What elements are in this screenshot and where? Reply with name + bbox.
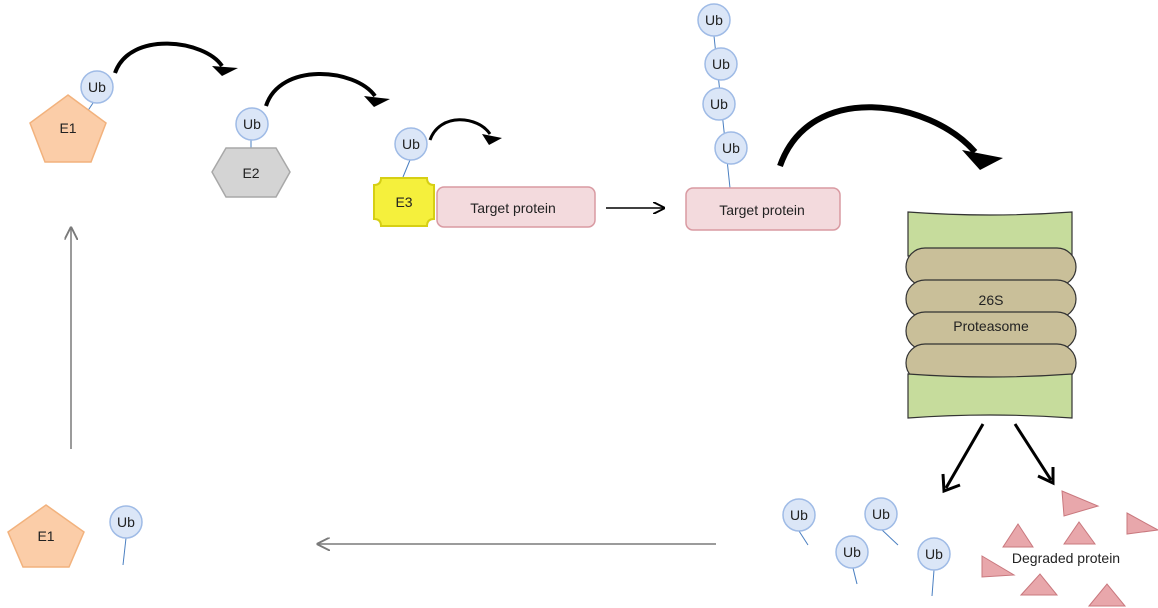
fragment-1 (1061, 490, 1100, 517)
free-ub-3-linker (852, 567, 858, 585)
e1-top-pentagon (29, 94, 107, 163)
free-ub-e1-linker (122, 537, 127, 566)
arrow-to-proteasome-head (962, 150, 1003, 170)
free-ub-4-label: Ub (925, 546, 943, 562)
e2-hexagon (211, 147, 291, 198)
arrow-to-free-ub (944, 423, 985, 489)
arrow-e3-to-target-head (482, 134, 502, 145)
polyub-3 (702, 87, 736, 121)
target-protein-label-2: Target protein (719, 202, 805, 218)
fragment-7 (1087, 583, 1127, 607)
arrow-e1-to-e2 (113, 41, 224, 74)
arrow-to-proteasome (777, 104, 978, 167)
free-ub-4 (917, 537, 951, 571)
polyub-1 (697, 3, 731, 37)
fragment-2 (1002, 523, 1034, 548)
polyub-2 (704, 47, 738, 81)
polyub-2-label: Ub (712, 56, 730, 72)
free-ub-4-linker (931, 569, 935, 597)
free-ub-1-label: Ub (790, 507, 808, 523)
ub-on-e3-label: Ub (402, 136, 420, 152)
proteasome-label-line1: 26S (979, 292, 1004, 308)
proteasome-label-line2: Proteasome (953, 318, 1029, 334)
fragment-6 (1019, 573, 1059, 596)
e2-label: E2 (242, 165, 259, 181)
ub-on-e1-label: Ub (88, 79, 106, 95)
fragment-5 (981, 555, 1016, 578)
arrow-to-fragments-head (1037, 467, 1055, 486)
free-ub-3-label: Ub (843, 544, 861, 560)
fragment-4 (1126, 512, 1158, 535)
free-ub-3 (835, 535, 869, 569)
ub-on-e3 (394, 127, 428, 161)
degraded-protein-label: Degraded protein (1012, 550, 1120, 566)
arrow-to-fragments (1013, 423, 1053, 481)
free-ub-2-linker (880, 528, 899, 546)
polyub-3-label: Ub (710, 96, 728, 112)
target-protein-label-1: Target protein (470, 200, 556, 216)
proteasome-bottom-cap (907, 373, 1073, 419)
e1-bottom-pentagon (7, 504, 85, 568)
arrow-e2-to-e3-head (364, 96, 390, 107)
degraded-protein-fragments (981, 490, 1158, 607)
polyubiquitin-chain: Ub Ub Ub Ub (697, 3, 748, 189)
proteasome: 26S Proteasome (905, 211, 1077, 419)
free-ub-2 (864, 497, 898, 531)
free-ub-1-linker (798, 530, 809, 546)
target-protein-box-2 (685, 187, 841, 231)
e1-top-label: E1 (59, 120, 76, 136)
ub-on-e2 (235, 107, 269, 141)
ub-on-e2-label: Ub (243, 116, 261, 132)
free-ub-near-e1-label: Ub (117, 514, 135, 530)
arrow-e2-to-e3 (264, 72, 377, 107)
e1-bottom-label: E1 (37, 528, 54, 544)
polyub-1-label: Ub (705, 12, 723, 28)
arrow-to-free-ub-head (941, 473, 961, 494)
e3-ub-linker (402, 159, 411, 178)
arrow-e1-to-e2-head (212, 66, 238, 76)
e3-shape (373, 177, 435, 227)
free-ub-2-label: Ub (872, 506, 890, 522)
target-protein-box-1 (436, 186, 596, 228)
free-ub-near-e1 (109, 505, 143, 539)
polyub-4-label: Ub (722, 140, 740, 156)
e3-label: E3 (395, 194, 412, 210)
polyub-4 (714, 131, 748, 165)
arrow-e3-to-target (428, 118, 492, 141)
ub-on-e1 (80, 70, 114, 104)
fragment-3 (1063, 521, 1096, 545)
free-ub-1 (782, 498, 816, 532)
released-ubiquitin: Ub Ub Ub Ub (782, 497, 951, 597)
